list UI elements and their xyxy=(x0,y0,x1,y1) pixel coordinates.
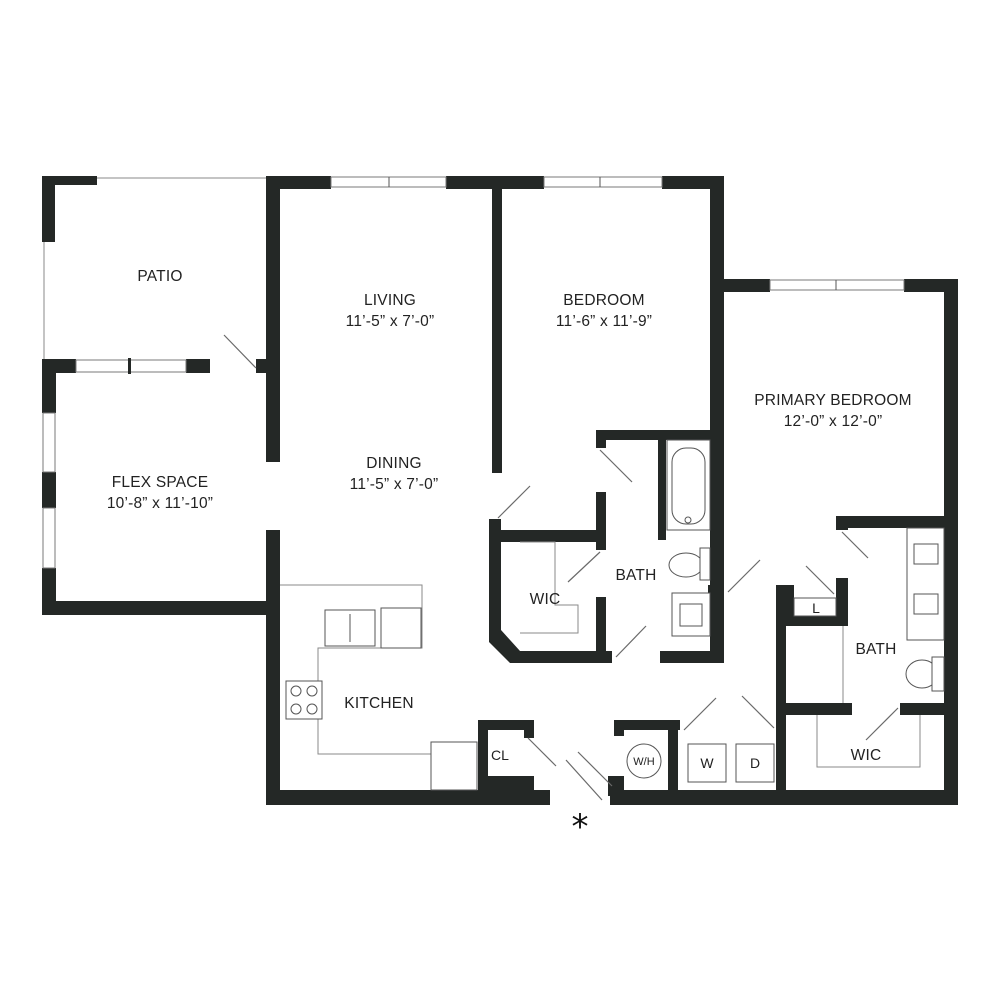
sink-icon xyxy=(671,592,711,637)
bedroom-size: 11’-6” x 11’-9” xyxy=(556,313,652,330)
living-label: LIVING xyxy=(364,292,416,309)
kitchen-fixtures xyxy=(280,584,478,791)
walls xyxy=(42,176,958,805)
stove-icon xyxy=(285,680,323,720)
bedroom-label: BEDROOM xyxy=(563,292,645,309)
bath-1-label: BATH xyxy=(616,567,657,584)
laundry-fixtures xyxy=(626,597,837,783)
dining-size: 11’-5” x 7’-0” xyxy=(350,476,439,493)
primary-bedroom-size: 12’-0” x 12’-0” xyxy=(784,413,883,430)
dining-label: DINING xyxy=(366,455,421,472)
linen-closet-label: L xyxy=(812,600,820,616)
kitchen-label: KITCHEN xyxy=(344,695,413,712)
bath-2-fixtures xyxy=(816,527,945,768)
bath-1-fixtures xyxy=(520,439,711,637)
windows xyxy=(42,176,905,569)
dryer-label: D xyxy=(750,755,760,771)
water-heater-icon xyxy=(626,743,662,779)
primary-bedroom-label: PRIMARY BEDROOM xyxy=(754,392,911,409)
washer-label: W xyxy=(700,755,714,771)
refrigerator-icon xyxy=(430,741,478,791)
wic-2-label: WIC xyxy=(851,747,882,764)
wic-1-label: WIC xyxy=(530,591,561,608)
patio-label: PATIO xyxy=(137,268,182,285)
water-heater-label: W/H xyxy=(633,756,654,768)
closet-label: CL xyxy=(491,747,509,763)
room-labels: PATIO LIVING 11’-5” x 7’-0” BEDROOM 11’-… xyxy=(107,268,912,847)
dryer-icon xyxy=(735,743,775,783)
dishwasher-icon xyxy=(380,607,422,649)
toilet-icon xyxy=(668,552,704,578)
entry-marker: * xyxy=(572,807,589,847)
flex-space-size: 10’-8” x 11’-10” xyxy=(107,495,213,512)
washer-icon xyxy=(687,743,727,783)
flex-space-label: FLEX SPACE xyxy=(112,474,208,491)
bath-2-label: BATH xyxy=(856,641,897,658)
living-size: 11’-5” x 7’-0” xyxy=(346,313,435,330)
doors xyxy=(223,334,899,801)
